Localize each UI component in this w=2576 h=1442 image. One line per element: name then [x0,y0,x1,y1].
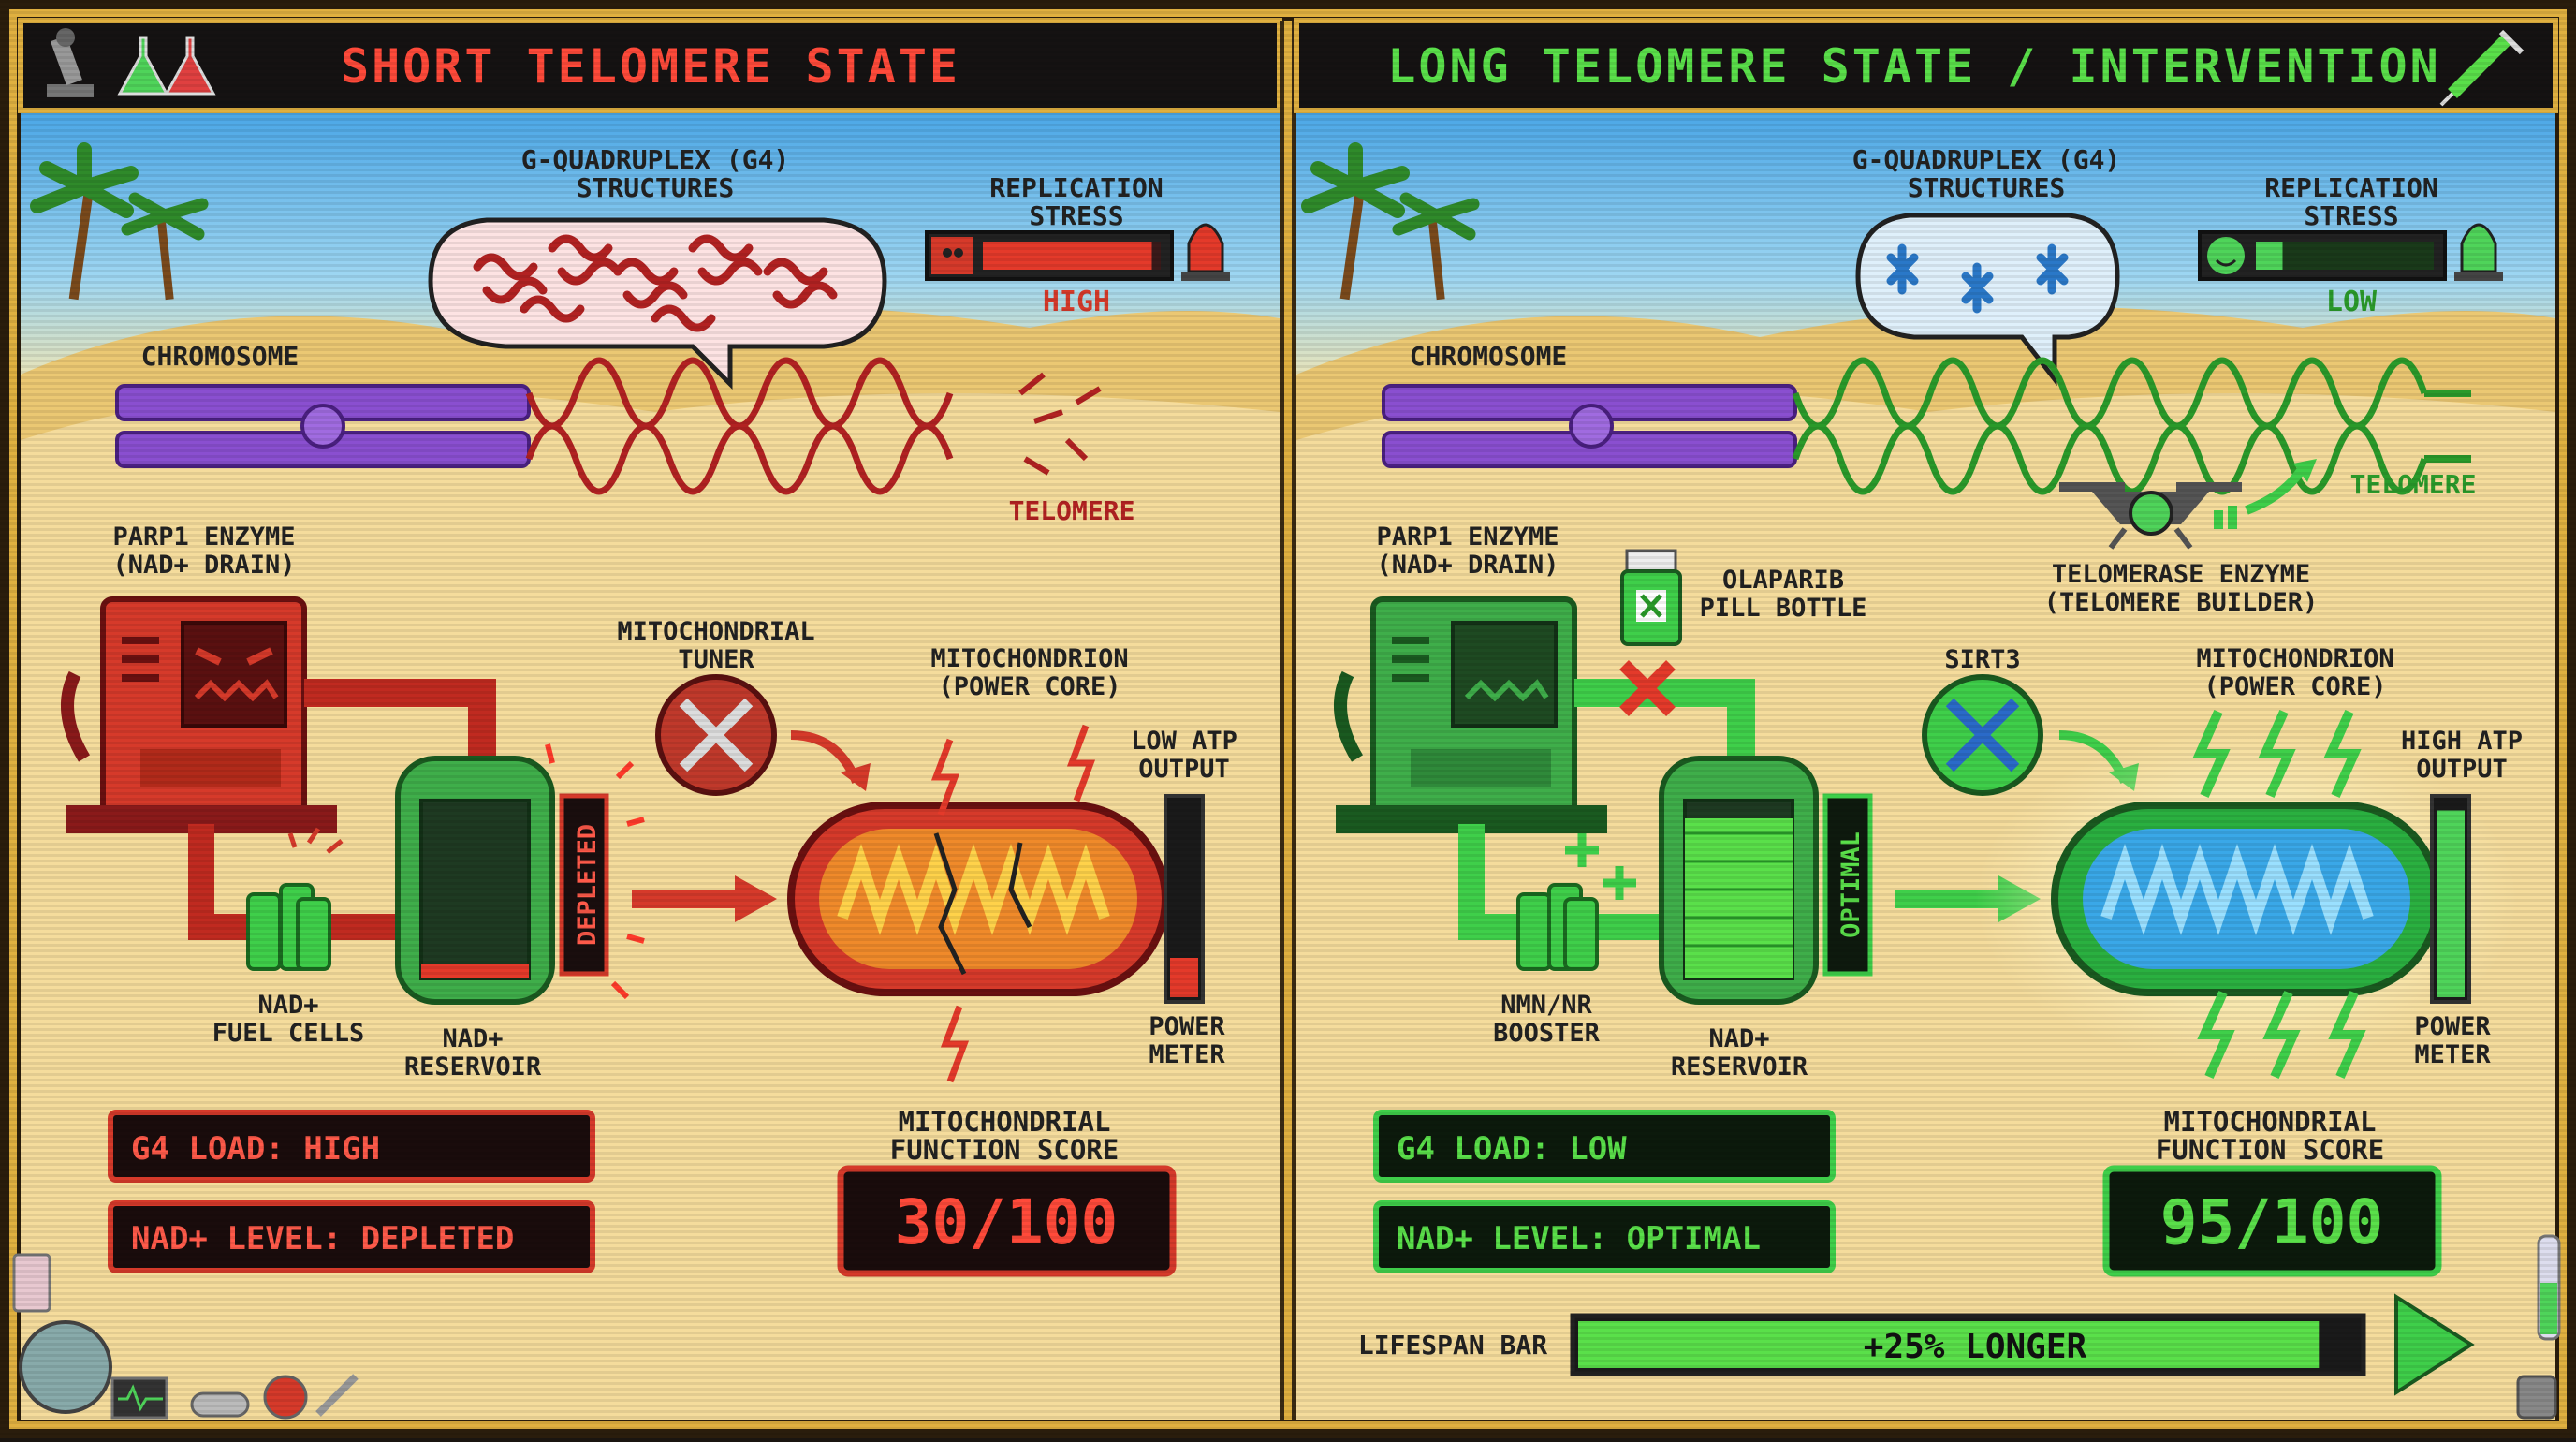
left-stress-fill [983,242,1152,270]
right-telomere-label: TELOMERE [2350,469,2477,500]
left-fuel-label-1: NAD+ [257,991,318,1020]
right-mito-label-2: (POWER CORE) [2203,672,2386,701]
right-reservoir-label-2: RESERVOIR [1671,1052,1808,1082]
left-score-display: 30/100 [837,1165,1177,1277]
right-olaparib-label-2: PILL BOTTLE [1700,594,1867,623]
right-booster-label-1: NMN/NR [1500,991,1592,1020]
right-mito-label-1: MITOCHONDRION [2196,644,2393,673]
right-chromosome-label: CHROMOSOME [1410,341,1568,372]
left-meter-label-1: POWER [1149,1012,1225,1041]
right-booster-label-2: BOOSTER [1493,1019,1601,1048]
right-nad-status-box: NAD+ LEVEL: OPTIMAL [1373,1200,1836,1273]
right-atp-label-2: OUTPUT [2416,755,2508,784]
left-parp-label-1: PARP1 ENZYME [112,522,295,552]
right-sirt-label: SIRT3 [1944,645,2020,674]
left-parp-label-2: (NAD+ DRAIN) [112,551,295,580]
right-meter-label-1: POWER [2414,1012,2491,1041]
left-telomere-label: TELOMERE [1009,495,1135,526]
left-g4-status: G4 LOAD: HIGH [131,1130,380,1168]
lifespan-value: +25% LONGER [1864,1328,2087,1366]
right-nad-status: NAD+ LEVEL: OPTIMAL [1397,1220,1761,1258]
right-score-label-2: FUNCTION SCORE [2156,1134,2384,1166]
right-g4-label-2: STRUCTURES [1908,172,2066,203]
left-power-meter [1164,794,1205,1004]
left-fuel-label-2: FUEL CELLS [212,1019,365,1048]
left-nad-status-box: NAD+ LEVEL: DEPLETED [108,1200,595,1273]
broken-tuner-wrench-icon [655,674,777,796]
sirt3-tools-icon [1922,674,2043,796]
left-atp-label-2: OUTPUT [1138,755,1230,784]
left-tuner-label-2: TUNER [678,645,754,674]
right-reservoir-fill [1685,818,1793,978]
right-nad-reservoir-icon [1659,756,1819,1005]
vial-icon [12,1253,51,1313]
left-stress-label-1: REPLICATION [989,172,1163,203]
left-nad-reservoir-icon [395,756,555,1005]
right-telomerase-label-2: (TELOMERE BUILDER) [2044,588,2319,617]
right-stress-label-1: REPLICATION [2264,172,2437,203]
right-stress-fill [2256,242,2283,270]
right-score: 95/100 [2160,1186,2383,1258]
left-g4-label-1: G-QUADRUPLEX (G4) [521,144,790,175]
left-score-label-2: FUNCTION SCORE [890,1134,1119,1166]
left-reservoir-fill [421,964,529,978]
right-panel: LONG TELOMERE STATE / INTERVENTION G-QUA… [1294,18,2561,1420]
left-mito-label-1: MITOCHONDRION [930,644,1128,673]
right-olaparib-label-1: OLAPARIB [1722,566,1844,595]
left-score-label-1: MITOCHONDRIAL [899,1106,1111,1138]
right-stress-label-2: STRESS [2304,200,2398,231]
lifespan-label: LIFESPAN BAR [1358,1330,1547,1361]
robot-head-icon [263,1375,308,1420]
microscope-icon [19,1320,112,1414]
right-stress-value: LOW [2326,286,2378,318]
right-score-label-1: MITOCHONDRIAL [2164,1106,2377,1138]
left-stress-value: HIGH [1043,286,1110,318]
gamepad-icon [190,1391,250,1418]
right-meter-label-2: METER [2414,1040,2491,1069]
right-g4-status: G4 LOAD: LOW [1397,1130,1627,1168]
right-header-title: LONG TELOMERE STATE / INTERVENTION [1387,39,2441,94]
right-g4-status-box: G4 LOAD: LOW [1373,1110,1836,1183]
left-reservoir-label-1: NAD+ [442,1024,503,1053]
left-reservoir-label-2: RESERVOIR [404,1052,542,1082]
right-telomerase-label-1: TELOMERASE ENZYME [2052,560,2310,589]
left-tuner-label-1: MITOCHONDRIAL [617,617,814,646]
left-mito-label-2: (POWER CORE) [938,672,1120,701]
right-reservoir-status: OPTIMAL [1837,831,1866,938]
right-reservoir-label-1: NAD+ [1708,1024,1769,1053]
left-score: 30/100 [895,1186,1118,1258]
right-g4-label-1: G-QUADRUPLEX (G4) [1852,144,2121,175]
left-nad-status: NAD+ LEVEL: DEPLETED [131,1220,514,1258]
left-power-meter-fill [1170,958,1198,997]
right-parp-label-2: (NAD+ DRAIN) [1376,551,1559,580]
olaparib-pill-bottle-icon [1620,549,1682,646]
left-reservoir-status: DEPLETED [573,824,602,946]
left-atp-label-1: LOW ATP [1131,727,1237,756]
red-alarm-light-icon [1187,223,1224,273]
left-chromosome-label: CHROMOSOME [141,341,300,372]
left-g4-status-box: G4 LOAD: HIGH [108,1110,595,1183]
left-g4-label-2: STRUCTURES [577,172,735,203]
right-score-display: 95/100 [2102,1165,2442,1277]
right-parp1-machine-icon [1334,596,1607,833]
right-atp-label-1: HIGH ATP [2401,727,2523,756]
left-stress-label-2: STRESS [1029,200,1123,231]
skull-icon [931,237,973,274]
left-parp1-machine-icon [61,596,337,833]
right-power-meter-fill [2437,810,2465,997]
left-panel: SHORT TELOMERE STATE G-QUADRUPLEX (G4) S… [12,18,1282,1420]
smiley-icon [2207,237,2245,274]
right-parp-label-1: PARP1 ENZYME [1376,522,1559,552]
left-header-title: SHORT TELOMERE STATE [341,39,960,94]
battery-icon [2516,1375,2557,1420]
green-alarm-light-icon [2460,223,2497,273]
left-meter-label-2: METER [1149,1040,1225,1069]
right-power-meter [2430,794,2471,1004]
